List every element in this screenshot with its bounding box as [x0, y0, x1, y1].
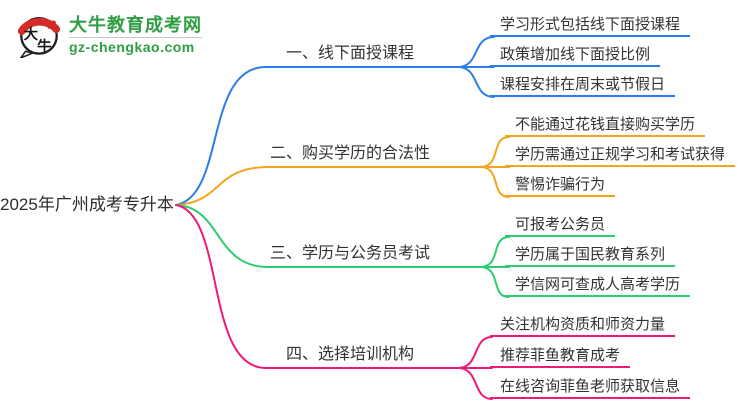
branch4-item-1: 关注机构资质和师资力量 — [490, 315, 676, 337]
branch2-label: 二、购买学历的合法性 — [269, 145, 430, 162]
branch1-arm-bottom — [457, 66, 495, 98]
branch3-arm-bottom — [479, 266, 510, 298]
svg-text:牛: 牛 — [37, 37, 51, 55]
branch4-item-2: 推荐菲鱼教育成考 — [490, 346, 631, 368]
branch4-arm-top — [457, 336, 493, 369]
branch1-item-2: 政策增加线下面授比例 — [490, 45, 661, 67]
branch1-arm-top — [457, 36, 495, 68]
branch4-links — [175, 204, 493, 400]
branch3-item-2: 学历属于国民教育系列 — [505, 245, 676, 267]
branch1-item-3: 课程安排在周末或节假日 — [490, 75, 676, 97]
branch4-main-line — [175, 204, 459, 369]
branch2-item-1: 不能通过花钱直接购买学历 — [505, 115, 706, 137]
branch2-main-line — [175, 166, 481, 206]
logo-divider — [69, 36, 202, 38]
logo-seal — [47, 20, 56, 29]
branch2-item-2: 学历需通过正规学习和考试获得 — [505, 145, 736, 167]
branch4-item-3: 在线咨询菲鱼老师获取信息 — [490, 377, 691, 399]
logo-title: 大牛教育成考网 — [69, 14, 202, 35]
branch2-item-3: 警惕诈骗行为 — [505, 175, 616, 197]
site-logo: 大 牛 大牛教育成考网 gz-chengkao.com — [16, 10, 202, 58]
branch1-links — [175, 36, 495, 206]
branch1-main-line — [175, 66, 459, 206]
branch2-links — [175, 136, 510, 206]
logo-domain: gz-chengkao.com — [69, 38, 195, 55]
logo-cow-icon: 大 牛 — [17, 17, 61, 58]
branch4-arm-bottom — [457, 367, 493, 400]
branch3-item-1: 可报考公务员 — [505, 215, 616, 237]
svg-text:大: 大 — [24, 25, 39, 43]
branch1-label: 一、线下面授课程 — [285, 45, 414, 62]
branch3-links — [175, 204, 510, 298]
branch1-item-1: 学习形式包括线下面授课程 — [490, 15, 691, 37]
branch3-main-line — [175, 204, 481, 268]
branch4-label: 四、选择培训机构 — [285, 346, 414, 363]
root-node: 2025年广州成考专升本 — [0, 195, 174, 214]
branch3-label: 三、学历与公务员考试 — [269, 245, 430, 262]
branch3-item-3: 学信网可查成人高考学历 — [505, 275, 691, 297]
branch2-arm-bottom — [479, 166, 510, 198]
